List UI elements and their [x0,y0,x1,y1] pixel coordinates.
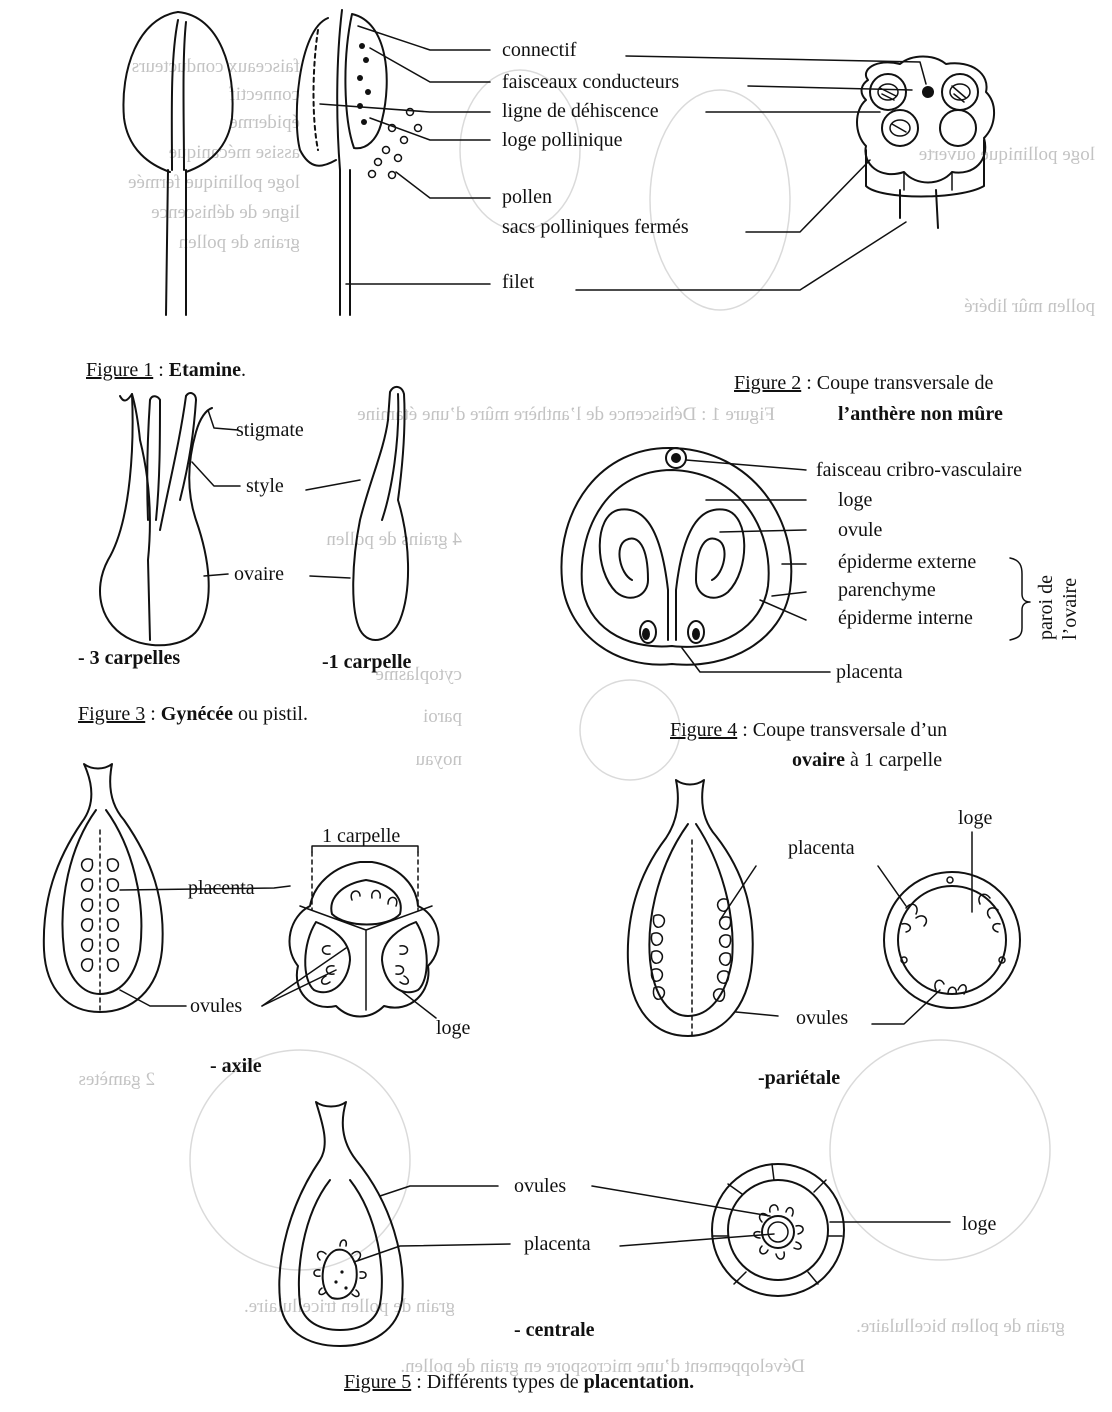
figure-1-caption: Figure 1 : Etamine. [86,359,246,381]
ovule-left [600,509,668,640]
label-loge-centrale: loge [962,1213,997,1235]
ghost-text: loge pollinique ouverte [919,144,1095,165]
ghost-text: faisceaux conducteurs [132,56,300,77]
label-ovule: ovule [838,519,883,541]
filament-side-left [337,10,342,315]
parietale-cross-section [884,872,1020,1008]
label-loge-pollinique: loge pollinique [502,129,623,151]
figure-4-leader-lines [682,460,830,672]
ghost-text: 4 grains de pollen [326,529,462,550]
vascular-bundle [922,86,934,98]
ghost-text: assise mécanique [169,142,300,163]
pollen-sac-4 [940,110,976,146]
figure-5-placentation: 1 carpelle placenta ovules loge - axile [44,764,1020,1393]
label-faisceaux-conducteurs: faisceaux conducteurs [502,71,679,93]
parietale-longitudinal [628,780,753,1036]
subcaption-axile: - axile [210,1055,262,1077]
parietale-leader-lines [720,832,972,1024]
label-placenta-parietale: placenta [788,837,855,859]
label-stigmate: stigmate [236,419,304,441]
label-epiderme-externe: épiderme externe [838,551,976,573]
ghost-text: loge pollinique fermée [128,172,300,193]
label-ovules-axile: ovules [190,995,242,1017]
figure-3-caption: Figure 3 : Gynécée ou pistil. [78,703,308,725]
figure-3-gynoecium: stigmate style ovaire - 3 carpelles -1 c… [78,387,412,725]
paroi-brace [1010,558,1030,640]
label-ovules-parietale: ovules [796,1007,848,1029]
ghost-text: paroi [423,706,462,727]
subcaption-1-carpelle: -1 carpelle [322,651,412,673]
figure-4-caption-line2: ovaire à 1 carpelle [792,749,942,771]
label-1-carpelle: 1 carpelle [322,825,400,847]
label-ovules-centrale: ovules [514,1175,566,1197]
ghost-text: grains de pollen [178,232,300,253]
figure-2-caption-line2: l’anthère non mûre [838,403,1003,425]
label-loge-axile: loge [436,1017,471,1039]
style-3 [160,396,186,530]
ghost-text: grain de pollen tricellulaire. [244,1296,455,1317]
axile-longitudinal [44,764,163,1012]
label-placenta-centrale: placenta [524,1233,591,1255]
label-connectif: connectif [502,39,577,61]
label-sacs-polliniques-fermes: sacs polliniques fermés [502,216,689,238]
subcaption-centrale: - centrale [514,1319,595,1341]
label-faisceau-cribro-vasculaire: faisceau cribro-vasculaire [816,459,1022,481]
ghost-text: épiderme [229,112,300,133]
label-paroi-de: paroi de [1035,575,1057,640]
ghost-text: noyau [415,749,462,770]
style-2 [156,400,160,520]
figure-4-ovary-section: faisceau cribro-vasculaire loge ovule ép… [561,448,1081,771]
axile-cross-section [289,846,438,1017]
figure-4-caption-line1: Figure 4 : Coupe transversale d’un [670,719,947,741]
subcaption-3-carpelles: - 3 carpelles [78,647,180,669]
ghost-text: grain de pollen bicellulaire. [856,1316,1065,1337]
ovule-right [676,509,744,640]
figure-2-caption-line1: Figure 2 : Coupe transversale de [734,372,994,394]
label-loge: loge [838,489,873,511]
label-ovaire: ovaire [234,563,284,585]
ghost-text: 2 gamètes [78,1069,155,1090]
label-placenta-fig4: placenta [836,661,903,683]
ghost-text: connectif [229,84,300,105]
label-filet: filet [502,271,535,293]
label-l-ovaire: l’ovaire [1059,578,1081,640]
label-ligne-dehiscence: ligne de déhiscence [502,100,659,122]
ghost-text: ligne de déhiscence [151,202,300,223]
figure-5-caption: Figure 5 : Différents types de placentat… [344,1371,694,1393]
centrale-cross-section [712,1164,844,1296]
axile-leader-lines [120,886,436,1018]
label-placenta-axile: placenta [188,877,255,899]
ghost-text: Figure 1 : Déhiscence de l’anthère mûre … [357,404,775,425]
label-pollen: pollen [502,186,552,208]
label-epiderme-interne: épiderme interne [838,607,973,629]
label-parenchyme: parenchyme [838,579,936,601]
centrale-leader-lines [354,1186,950,1262]
anther-dehiscence-dashed [314,30,319,150]
label-loge-parietale: loge [958,807,993,829]
label-style: style [246,475,284,497]
subcaption-parietale: -pariétale [758,1067,840,1089]
ghost-text: pollen mûr libéré [964,296,1095,317]
